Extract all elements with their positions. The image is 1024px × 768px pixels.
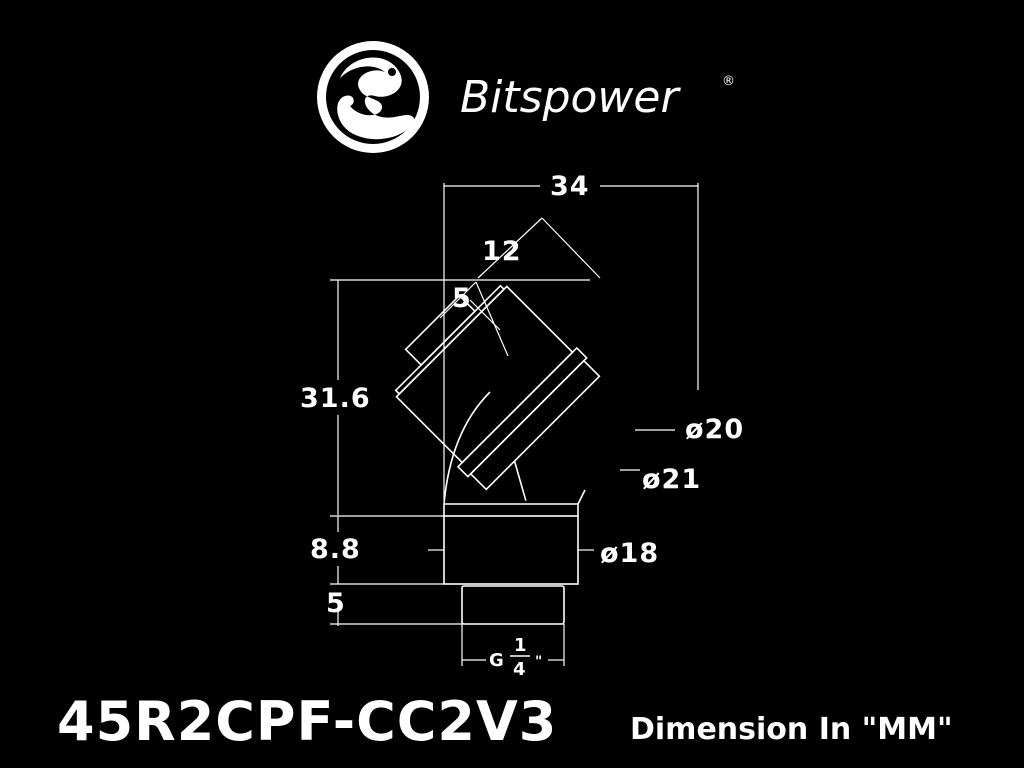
thread-inch-mark: ": [535, 654, 543, 670]
thread-size-letter: G: [489, 650, 505, 671]
registered-mark: ®: [722, 74, 735, 89]
base-diameter-label: ø18: [600, 538, 659, 569]
overall-width-label: 34: [550, 171, 590, 202]
outer-diameter-label: ø20: [685, 414, 744, 445]
dragon-emblem-icon: [317, 41, 429, 153]
ring-diameter-label: ø21: [642, 464, 701, 495]
height-label: 31.6: [300, 383, 371, 414]
thread-size-denominator: 4: [513, 659, 527, 680]
thread-offset-label: 5: [452, 283, 472, 314]
model-number: 45R2CPF-CC2V3: [57, 690, 558, 753]
dimension-labels: 34 12 5 31.6 8.8 5 ø20 ø21 ø18 G 1 4 ": [300, 171, 744, 680]
thread-size-numerator: 1: [514, 635, 528, 656]
brand-name: Bitspower: [460, 72, 679, 123]
dimension-lines: [330, 183, 699, 666]
fitting-outline: [394, 284, 601, 625]
thread-height-label: 5: [326, 588, 346, 619]
units-note: Dimension In "MM": [630, 712, 953, 747]
base-height-label: 8.8: [310, 534, 361, 565]
segment-length-label: 12: [482, 236, 522, 267]
